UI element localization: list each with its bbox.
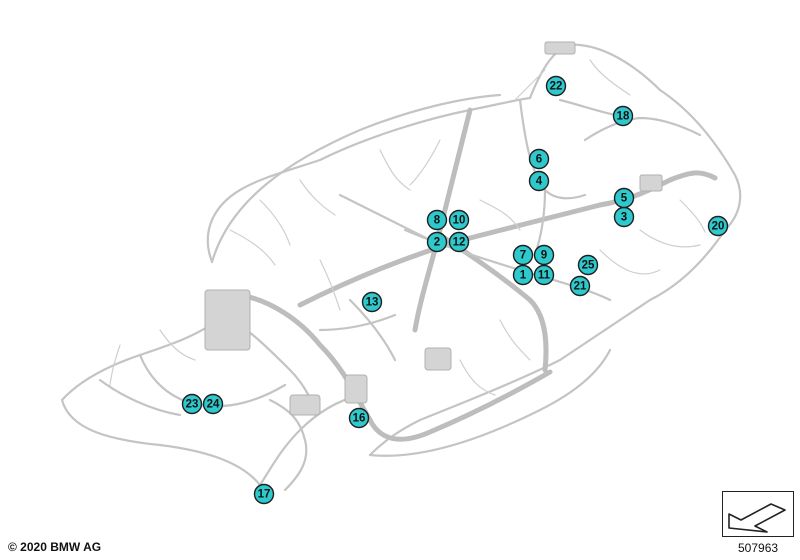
callout-label: 9 [541, 250, 547, 262]
callout-circle [202, 393, 224, 415]
callout-label: 7 [520, 250, 526, 262]
callout-marker-11: 11 [533, 264, 555, 286]
callout-marker-16: 16 [348, 407, 370, 429]
callout-label: 6 [536, 154, 542, 166]
battery-block [344, 374, 368, 404]
callout-circle [426, 231, 448, 253]
callout-label: 22 [550, 81, 563, 93]
callout-marker-25: 25 [577, 254, 599, 276]
callout-marker-24: 24 [202, 393, 224, 415]
callout-label: 18 [617, 111, 630, 123]
callout-marker-9: 9 [533, 244, 555, 266]
callout-circle [512, 264, 534, 286]
tailgate-connector-block [544, 41, 576, 55]
connector-block [289, 394, 321, 416]
callout-circle [512, 244, 534, 266]
callout-circle [613, 187, 635, 209]
view-arrow-icon [728, 503, 786, 533]
callout-marker-8: 8 [426, 209, 448, 231]
callout-circle [528, 148, 550, 170]
callout-circle [707, 215, 729, 237]
callout-label: 24 [207, 399, 220, 411]
callout-marker-13: 13 [361, 291, 383, 313]
callout-circle [426, 209, 448, 231]
callout-marker-20: 20 [707, 215, 729, 237]
callout-marker-3: 3 [613, 206, 635, 228]
callout-label: 11 [538, 270, 551, 282]
callout-label: 17 [258, 489, 271, 501]
vehicle-wiring-harness [60, 41, 742, 492]
copyright-text: © 2020 BMW AG [8, 540, 102, 554]
callout-marker-1: 1 [512, 264, 534, 286]
callout-label: 13 [366, 297, 379, 309]
callout-marker-6: 6 [528, 148, 550, 170]
callout-label: 10 [453, 215, 466, 227]
callout-label: 21 [574, 281, 587, 293]
callout-circle [181, 393, 203, 415]
callout-circle [361, 291, 383, 313]
callout-circle [448, 209, 470, 231]
callout-circle [253, 483, 275, 505]
callout-label: 4 [536, 176, 543, 188]
module-block [424, 347, 452, 371]
callout-label: 12 [453, 237, 466, 249]
callout-marker-10: 10 [448, 209, 470, 231]
callout-label: 16 [353, 413, 366, 425]
callout-circle [545, 75, 567, 97]
callout-marker-18: 18 [612, 105, 634, 127]
callout-marker-5: 5 [613, 187, 635, 209]
callout-label: 2 [434, 237, 440, 249]
callout-circle [533, 244, 555, 266]
callout-marker-12: 12 [448, 231, 470, 253]
document-number: 507963 [738, 541, 779, 555]
callout-circle [348, 407, 370, 429]
callout-marker-21: 21 [569, 275, 591, 297]
perspective-view-icon [722, 491, 794, 537]
callout-label: 3 [621, 212, 627, 224]
callout-marker-2: 2 [426, 231, 448, 253]
callout-label: 25 [582, 260, 595, 272]
callout-circle [528, 170, 550, 192]
callout-label: 23 [186, 399, 199, 411]
callout-circle [569, 275, 591, 297]
callout-marker-17: 17 [253, 483, 275, 505]
callout-marker-23: 23 [181, 393, 203, 415]
callout-circle [448, 231, 470, 253]
callout-marker-4: 4 [528, 170, 550, 192]
callout-circle [612, 105, 634, 127]
callout-label: 1 [520, 270, 527, 282]
fuse-box-block [204, 289, 251, 351]
callout-label: 8 [434, 215, 441, 227]
rear-connector-block [639, 174, 663, 192]
callout-label: 20 [712, 221, 725, 233]
callout-circle [533, 264, 555, 286]
callout-circle [577, 254, 599, 276]
callout-marker-22: 22 [545, 75, 567, 97]
callout-marker-7: 7 [512, 244, 534, 266]
callout-label: 5 [621, 193, 628, 205]
